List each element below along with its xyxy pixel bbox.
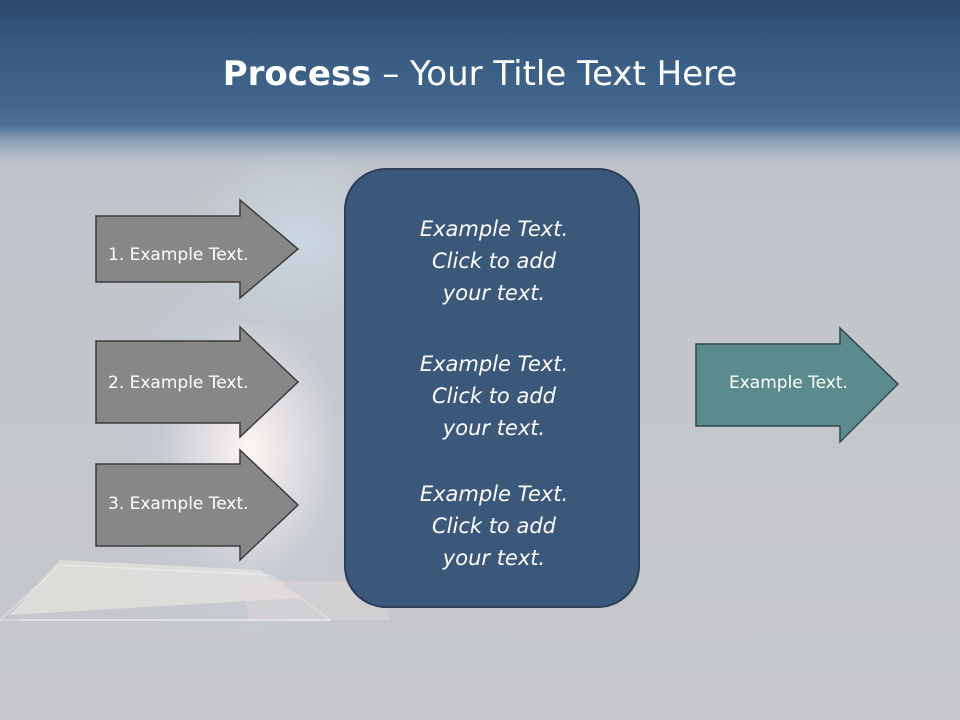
open-book-image (0, 560, 390, 621)
center-text-block-3-line-3: your text. (442, 546, 546, 570)
title-rest: – Your Title Text Here (371, 54, 738, 94)
center-text-block-2[interactable]: Example Text. Click to add your text. (346, 348, 642, 444)
step-arrow-3-label: 3. Example Text. (108, 494, 249, 514)
step-arrow-2[interactable] (94, 325, 300, 439)
step-arrow-3[interactable] (94, 448, 300, 564)
title-bold: Process (222, 54, 372, 94)
center-content-box[interactable]: Example Text. Click to add your text. Ex… (344, 168, 640, 608)
center-text-block-2-line-1: Example Text. (419, 352, 569, 376)
center-text-block-3-line-1: Example Text. (419, 482, 569, 506)
center-text-block-1-line-3: your text. (442, 281, 546, 305)
center-text-block-2-line-2: Click to add (431, 384, 556, 408)
page-title: Process – Your Title Text Here (0, 52, 960, 96)
step-arrow-1-label: 1. Example Text. (108, 245, 249, 265)
output-arrow[interactable] (694, 326, 900, 444)
center-text-block-1-line-1: Example Text. (419, 217, 569, 241)
center-text-block-2-line-3: your text. (442, 416, 546, 440)
center-text-block-1[interactable]: Example Text. Click to add your text. (346, 213, 642, 309)
center-text-block-3-line-2: Click to add (431, 514, 556, 538)
step-arrow-1[interactable] (94, 198, 300, 300)
center-text-block-1-line-2: Click to add (431, 249, 556, 273)
step-arrow-2-label: 2. Example Text. (108, 373, 249, 393)
header-band (0, 0, 960, 170)
output-arrow-label: Example Text. (729, 373, 848, 393)
center-text-block-3[interactable]: Example Text. Click to add your text. (346, 478, 642, 574)
